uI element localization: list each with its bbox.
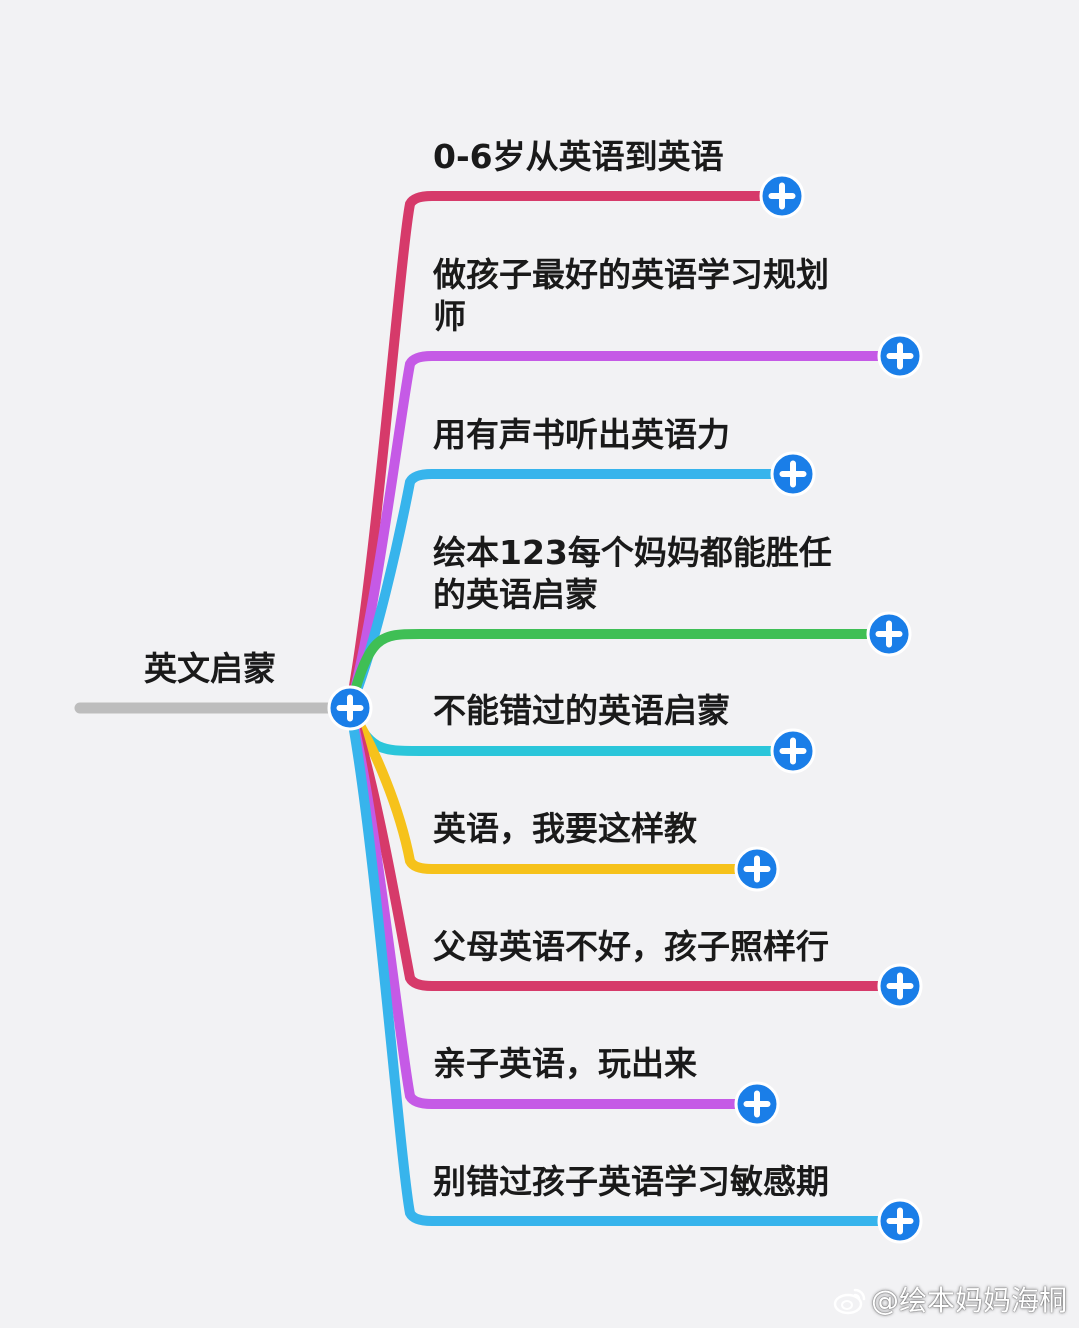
branch-label-9[interactable]: 别错过孩子英语学习敏感期 bbox=[433, 1161, 829, 1203]
branch-label-line: 师 bbox=[433, 297, 466, 336]
expand-button-6[interactable] bbox=[734, 846, 780, 892]
branch-label-line: 做孩子最好的英语学习规划 bbox=[433, 255, 829, 294]
branch-connector-1 bbox=[345, 191, 787, 713]
branch-label-5[interactable]: 不能错过的英语启蒙 bbox=[433, 690, 730, 732]
branch-label-line: 父母英语不好，孩子照样行 bbox=[433, 927, 829, 966]
plus-icon bbox=[768, 182, 796, 210]
weibo-icon bbox=[833, 1288, 866, 1315]
branch-label-line: 绘本123每个妈妈都能胜任 bbox=[433, 533, 832, 572]
plus-icon bbox=[336, 694, 364, 722]
node-buttons bbox=[327, 173, 923, 1244]
watermark-text: @绘本妈妈海桐 bbox=[870, 1284, 1067, 1317]
branch-label-line: 不能错过的英语启蒙 bbox=[433, 691, 730, 730]
expand-button-3[interactable] bbox=[770, 451, 816, 497]
expand-button-2[interactable] bbox=[877, 333, 923, 379]
plus-icon bbox=[743, 855, 771, 883]
branch-label-8[interactable]: 亲子英语，玩出来 bbox=[433, 1043, 697, 1085]
branch-label-line: 亲子英语，玩出来 bbox=[433, 1044, 697, 1083]
plus-icon bbox=[886, 342, 914, 370]
branch-label-4[interactable]: 绘本123每个妈妈都能胜任的英语启蒙 bbox=[433, 532, 832, 616]
expand-button-1[interactable] bbox=[759, 173, 805, 219]
plus-icon bbox=[743, 1090, 771, 1118]
branch-label-3[interactable]: 用有声书听出英语力 bbox=[433, 414, 730, 456]
branch-connector-4 bbox=[345, 629, 894, 713]
branch-label-line: 别错过孩子英语学习敏感期 bbox=[433, 1162, 829, 1201]
plus-icon bbox=[886, 1207, 914, 1235]
expand-button-7[interactable] bbox=[877, 963, 923, 1009]
expand-button-5[interactable] bbox=[770, 728, 816, 774]
expand-button-9[interactable] bbox=[877, 1198, 923, 1244]
root-expand-button[interactable] bbox=[327, 685, 373, 731]
branch-label-line: 0-6岁从英语到英语 bbox=[433, 137, 724, 176]
branch-label-1[interactable]: 0-6岁从英语到英语 bbox=[433, 136, 724, 178]
plus-icon bbox=[875, 620, 903, 648]
branch-connector-9 bbox=[345, 703, 905, 1226]
plus-icon bbox=[886, 972, 914, 1000]
branch-label-2[interactable]: 做孩子最好的英语学习规划师 bbox=[433, 254, 829, 338]
branch-connector-6 bbox=[345, 703, 762, 874]
branch-label-line: 的英语启蒙 bbox=[433, 575, 598, 614]
branch-label-line: 英语，我要这样教 bbox=[433, 809, 697, 848]
expand-button-4[interactable] bbox=[866, 611, 912, 657]
branch-connector-2 bbox=[345, 351, 905, 713]
plus-icon bbox=[779, 460, 807, 488]
watermark: @绘本妈妈海桐 bbox=[833, 1284, 1067, 1318]
expand-button-8[interactable] bbox=[734, 1081, 780, 1127]
branch-label-6[interactable]: 英语，我要这样教 bbox=[433, 808, 697, 850]
root-label: 英文启蒙 bbox=[144, 649, 276, 688]
branch-label-7[interactable]: 父母英语不好，孩子照样行 bbox=[433, 926, 829, 968]
branch-connectors bbox=[345, 191, 905, 1226]
plus-icon bbox=[779, 737, 807, 765]
branch-label-line: 用有声书听出英语力 bbox=[433, 415, 730, 454]
